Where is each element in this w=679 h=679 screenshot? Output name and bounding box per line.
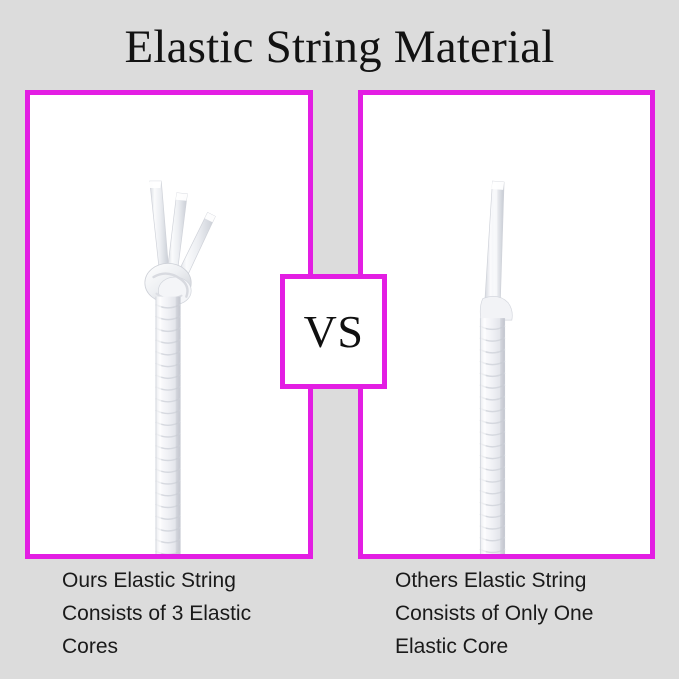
page-title: Elastic String Material: [124, 21, 555, 73]
braided-string-trunk-single: [479, 318, 506, 554]
caption-ours-line-3: Cores: [62, 635, 119, 658]
braided-string-trunk: [155, 296, 181, 554]
elastic-core-single: [484, 180, 505, 305]
caption-others-line-1: Others Elastic String: [395, 569, 587, 592]
caption-ours-line-1: Ours Elastic String: [62, 569, 236, 592]
string-sheath-transition: [479, 296, 513, 321]
caption-ours: Ours Elastic String Consists of 3 Elasti…: [62, 564, 312, 663]
caption-others-line-2: Consists of Only One: [395, 602, 594, 625]
comparison-panel-others: [358, 90, 655, 559]
string-knot: [144, 262, 192, 305]
panel-others-inner: [363, 95, 650, 554]
vs-badge: VS: [280, 274, 387, 389]
caption-ours-line-2: Consists of 3 Elastic: [62, 602, 252, 625]
caption-others: Others Elastic String Consists of Only O…: [395, 564, 665, 663]
elastic-string-single-core-image: [479, 180, 513, 554]
elastic-string-three-core-image: [144, 180, 216, 554]
caption-others-line-3: Elastic Core: [395, 635, 509, 658]
vs-label: VS: [303, 305, 364, 357]
panel-ours-inner: [30, 95, 308, 554]
comparison-panel-ours: [25, 90, 313, 559]
